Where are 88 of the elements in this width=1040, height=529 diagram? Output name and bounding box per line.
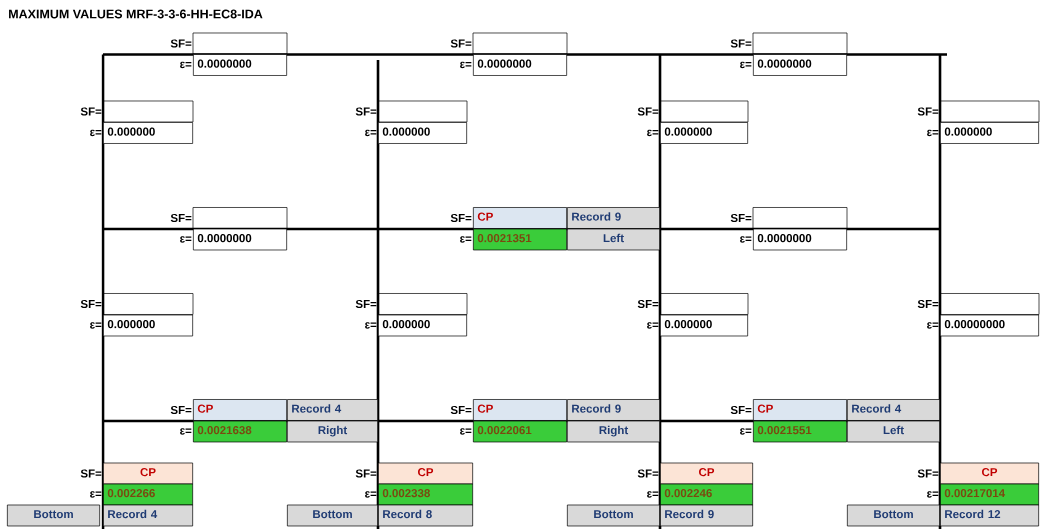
field-label: ε= [365, 129, 377, 137]
value-cell: 0.000000 [660, 122, 748, 144]
status-cell: CP [193, 399, 287, 421]
record-cell: Record 9 [567, 207, 660, 229]
field-label: SF= [637, 107, 659, 116]
value-cell: 0.000000 [378, 314, 467, 337]
record-cell: Record 4 [847, 399, 940, 421]
direction-cell: Left [567, 228, 660, 251]
field-label: SF= [80, 469, 102, 478]
field-label: SF= [355, 107, 377, 116]
location-cell: Bottom [7, 504, 100, 527]
value-cell: 0.0000000 [753, 54, 847, 76]
field-label: ε= [365, 322, 377, 329]
field-label: ε= [180, 236, 192, 243]
value-cell: 0.00217014 [940, 483, 1039, 506]
value-cell: 0.002246 [660, 483, 753, 506]
value-cell: 0.0022061 [473, 420, 567, 443]
value-cell: 0.0021638 [193, 420, 287, 443]
direction-cell: Right [287, 420, 378, 443]
field-label: ε= [90, 322, 102, 329]
field-label: SF= [637, 469, 659, 478]
field-label: SF= [170, 405, 192, 415]
record-cell: Record 12 [940, 504, 1039, 527]
value-cell: 0.0000000 [753, 228, 847, 251]
field-label: SF= [450, 405, 472, 415]
location-cell: Bottom [567, 504, 660, 527]
field-label: ε= [460, 428, 472, 435]
field-label: SF= [730, 213, 752, 223]
status-cell: CP [473, 207, 567, 229]
field-label: SF= [637, 299, 659, 309]
value-cell: 0.000000 [378, 122, 467, 144]
field-label: SF= [355, 469, 377, 478]
title: MAXIMUM VALUES MRF-3-3-6-HH-EC8-IDA [9, 9, 263, 19]
field-label: ε= [740, 236, 752, 243]
value-cell: 0.002338 [378, 483, 473, 506]
field-label: ε= [927, 491, 939, 498]
field-label: SF= [730, 405, 752, 415]
field-label: SF= [80, 299, 102, 309]
field-label: SF= [80, 107, 102, 116]
record-cell: Record 9 [567, 399, 660, 421]
field-label: ε= [460, 61, 472, 69]
field-label: ε= [927, 322, 939, 329]
record-cell: Record 4 [287, 399, 378, 421]
field-label: SF= [170, 39, 192, 48]
location-cell: Bottom [287, 504, 378, 527]
record-cell: Record 9 [660, 504, 753, 527]
field-label: SF= [170, 213, 192, 223]
value-cell: 0.000000 [103, 122, 193, 144]
record-cell: Record 8 [378, 504, 473, 527]
field-label: SF= [917, 107, 939, 116]
field-label: SF= [730, 39, 752, 48]
value-cell: 0.000000 [103, 314, 193, 337]
location-cell: Bottom [847, 504, 940, 527]
value-cell: 0.002266 [103, 483, 193, 506]
field-label: ε= [647, 129, 659, 137]
status-cell: CP [753, 399, 847, 421]
value-cell: 0.0000000 [473, 54, 567, 76]
field-label: ε= [460, 236, 472, 243]
field-label: SF= [355, 299, 377, 309]
field-label: SF= [917, 469, 939, 478]
field-label: ε= [740, 428, 752, 435]
status-cell: CP [940, 462, 1039, 485]
direction-cell: Left [847, 420, 940, 443]
record-cell: Record 4 [103, 504, 193, 527]
value-cell: 0.00000000 [940, 314, 1039, 337]
status-cell: CP [378, 462, 473, 485]
field-label: ε= [90, 491, 102, 498]
value-cell: 0.000000 [940, 122, 1039, 144]
status-cell: CP [473, 399, 567, 421]
value-cell: 0.0000000 [193, 54, 287, 76]
field-label: ε= [180, 428, 192, 435]
field-label: ε= [180, 61, 192, 69]
field-label: ε= [740, 61, 752, 69]
value-cell: 0.0021351 [473, 228, 567, 251]
field-label: ε= [647, 322, 659, 329]
direction-cell: Right [567, 420, 660, 443]
status-cell: CP [660, 462, 753, 485]
field-label: ε= [647, 491, 659, 498]
field-label: SF= [917, 299, 939, 309]
value-cell: 0.0021551 [753, 420, 847, 443]
value-cell: 0.0000000 [193, 228, 287, 251]
status-cell: CP [103, 462, 193, 485]
field-label: SF= [450, 39, 472, 48]
field-label: SF= [450, 213, 472, 223]
field-label: ε= [90, 129, 102, 137]
field-label: ε= [365, 491, 377, 498]
value-cell: 0.000000 [660, 314, 748, 337]
field-label: ε= [927, 129, 939, 137]
